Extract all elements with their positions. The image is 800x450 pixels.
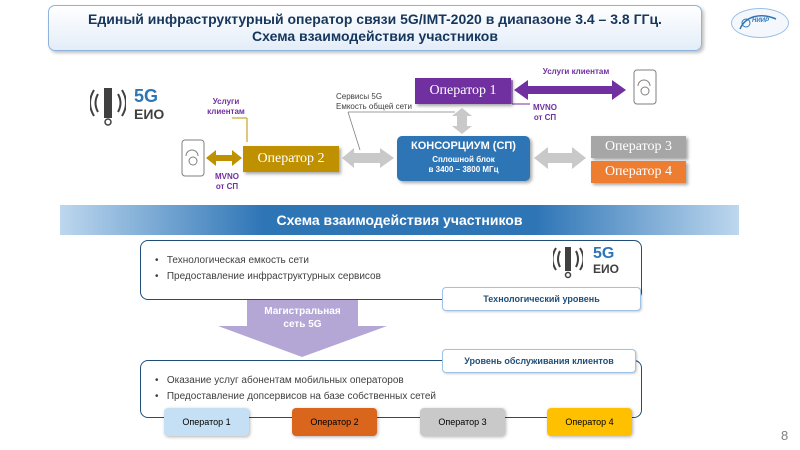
operator2-client-arrow [206, 150, 242, 166]
title-banner: Единый инфраструктурный оператор связи 5… [48, 5, 702, 51]
niir-logo: НИИР [731, 8, 789, 38]
title-line-2: Схема взаимодействия участников [252, 28, 498, 44]
brand-5g-logo-top: 5G ЕИО [90, 86, 180, 126]
consortium-sub: Сплошной блок в 3400 – 3800 МГц [428, 155, 499, 174]
bottom-operator1: Оператор 1 [164, 408, 249, 436]
antenna-icon [553, 247, 583, 279]
tech-bullet-2: • Предоставление инфраструктурных сервис… [155, 271, 381, 282]
brand-sub: ЕИО [134, 106, 165, 122]
mvno-left-label: MVNO от СП [215, 172, 239, 191]
logo-swirl-icon [739, 15, 777, 30]
consortium-title: КОНСОРЦИУМ (СП) [411, 140, 516, 152]
brand-5g-logo-panel: 5G ЕИО [553, 245, 633, 279]
top-diagram-connectors [181, 69, 657, 177]
brand-badge: 5G [593, 245, 615, 262]
operator1-box: Оператор 1 [415, 78, 511, 104]
section-band: Схема взаимодействия участников [60, 205, 739, 235]
brand-badge: 5G [134, 86, 159, 106]
backbone-label: Магистральная сеть 5G [264, 306, 341, 330]
client-level-label: Уровень обслуживания клиентов [442, 349, 636, 373]
services-5g-label: Сервисы 5G Емкость общей сети [336, 92, 412, 111]
tech-bullet-1: • Технологическая емкость сети [155, 255, 309, 266]
operator1-consortium-arrow [452, 108, 472, 134]
brand-sub: ЕИО [593, 262, 619, 276]
title-line-1: Единый инфраструктурный оператор связи 5… [88, 11, 662, 27]
operator2-box: Оператор 2 [243, 146, 339, 172]
antenna-icon [90, 88, 126, 126]
services-clients-left-label: Услуги клиентам [207, 97, 245, 116]
logo-text: НИИР [752, 18, 769, 24]
phone-icon-left [181, 139, 205, 177]
bottom-operator4: Оператор 4 [547, 408, 632, 436]
bottom-operator2: Оператор 2 [292, 408, 377, 436]
mvno-right-label: MVNO от СП [533, 103, 557, 122]
bottom-operator3: Оператор 3 [420, 408, 505, 436]
services-clients-right-label: Услуги клиентам [542, 67, 610, 76]
operator3-box: Оператор 3 [591, 136, 686, 158]
backbone-arrow [218, 300, 387, 357]
client-bullet-1: • Оказание услуг абонентам мобильных опе… [155, 375, 404, 386]
operator4-box: Оператор 4 [591, 161, 686, 183]
page-number: 8 [781, 428, 789, 443]
tech-level-label: Технологический уровень [442, 287, 641, 311]
consortium-box: КОНСОРЦИУМ (СП) Сплошной блок в 3400 – 3… [397, 136, 530, 181]
operator1-client-arrow [514, 80, 626, 100]
consortium-operators34-arrow [534, 147, 586, 169]
phone-icon-right [633, 69, 657, 105]
operator2-consortium-arrow [342, 148, 394, 168]
client-bullet-2: • Предоставление допсервисов на базе соб… [155, 391, 436, 402]
